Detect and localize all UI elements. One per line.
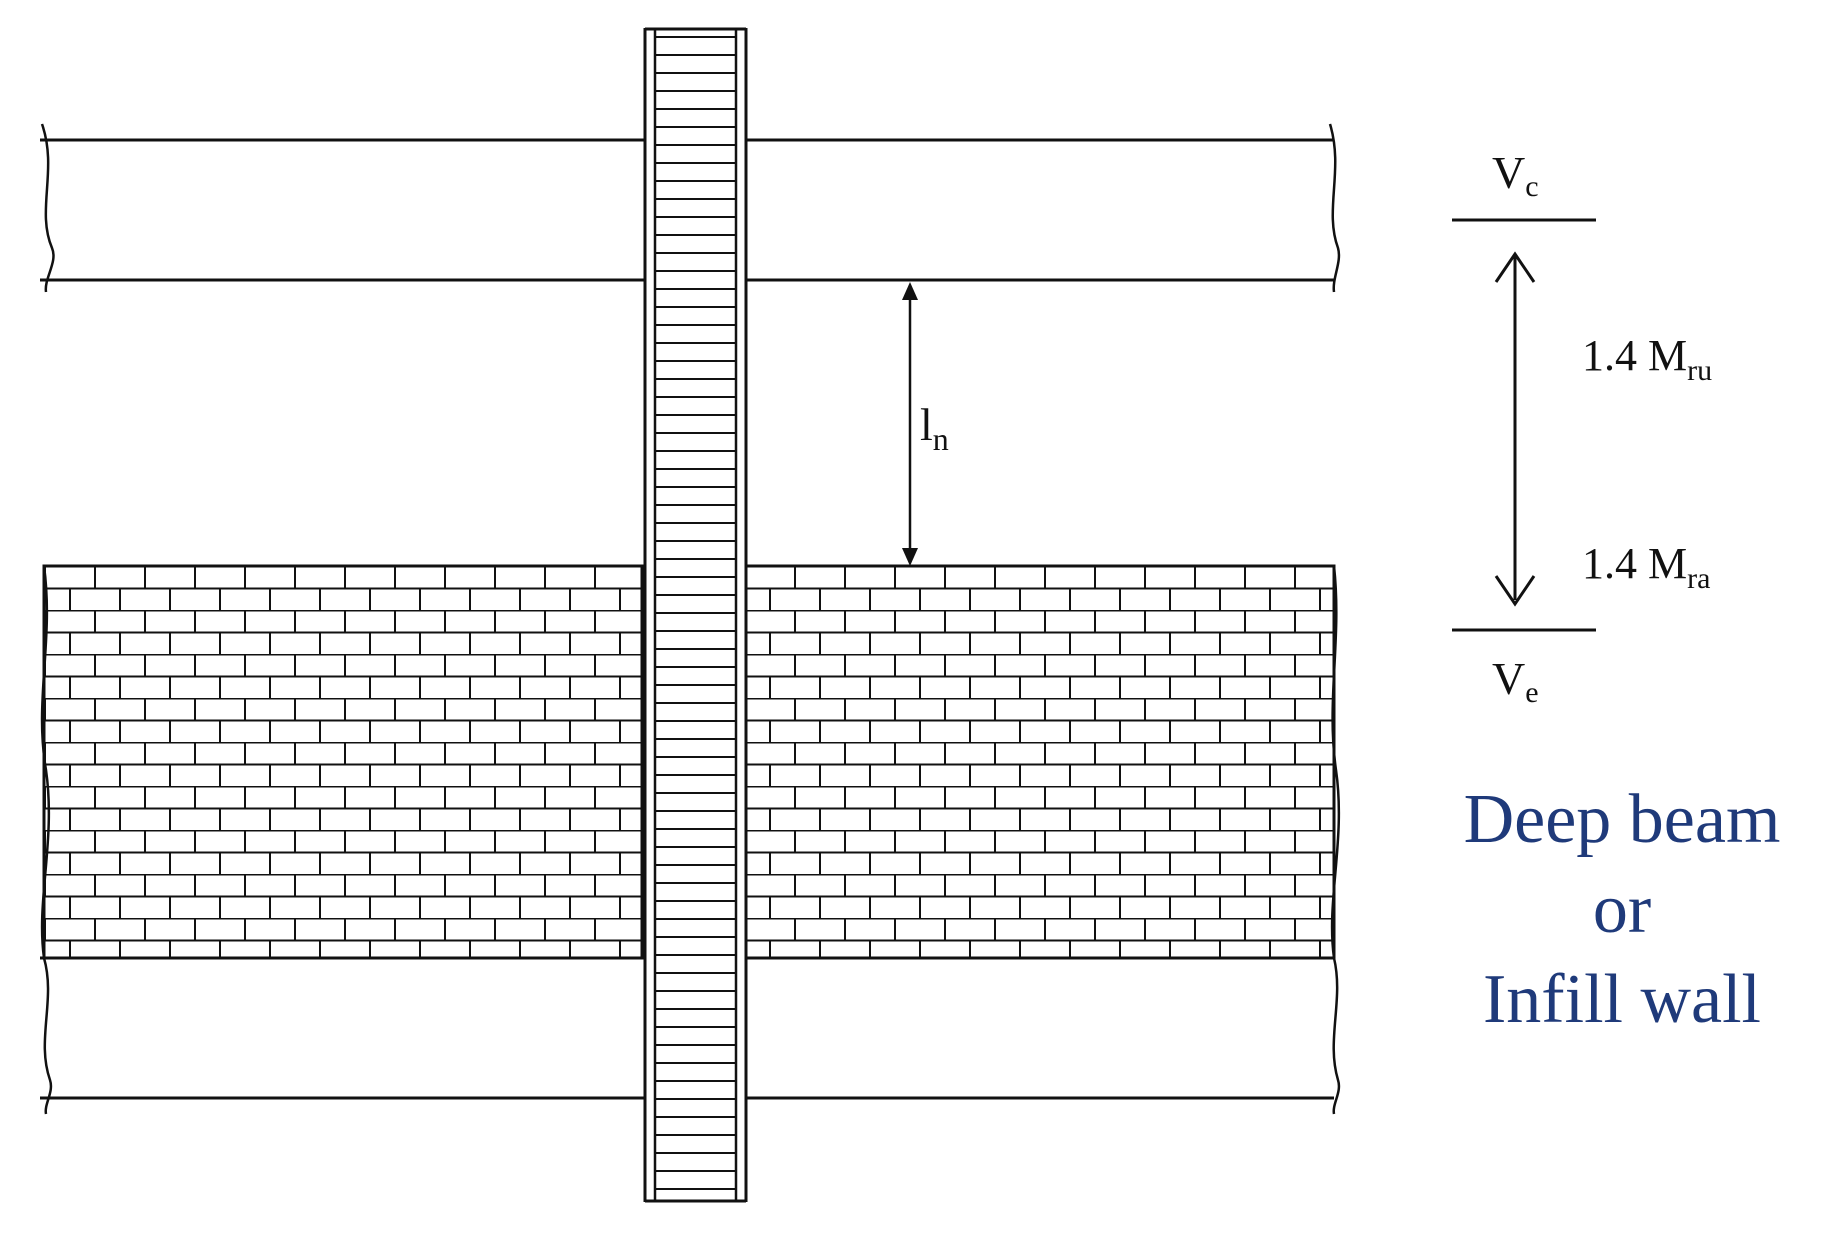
caption-line-1: Deep beam <box>1464 781 1781 858</box>
clear-span-arrow-top <box>902 282 918 300</box>
clear-span-label: ln <box>920 399 949 457</box>
moment-arrow-down <box>1494 575 1536 607</box>
moment-lower-label: 1.4 Mra <box>1582 539 1710 595</box>
clear-span-dimension: ln <box>902 282 949 566</box>
bottom-shear-label: Ve <box>1492 653 1539 709</box>
column <box>643 27 748 1203</box>
upper-beam <box>40 123 1341 293</box>
top-shear-label: Vc <box>1492 147 1539 203</box>
infill-wall <box>40 564 1341 960</box>
moment-arrow-up <box>1494 251 1536 283</box>
moment-upper-label: 1.4 Mru <box>1582 331 1712 387</box>
caption-line-3: Infill wall <box>1483 961 1761 1038</box>
shear-freebody: Vc 1.4 Mru 1.4 Mra Ve <box>1452 147 1712 709</box>
caption: Deep beam or Infill wall <box>1464 781 1781 1038</box>
caption-line-2: or <box>1593 871 1651 948</box>
clear-span-arrow-bottom <box>902 548 918 566</box>
lower-beam <box>40 956 1341 1115</box>
